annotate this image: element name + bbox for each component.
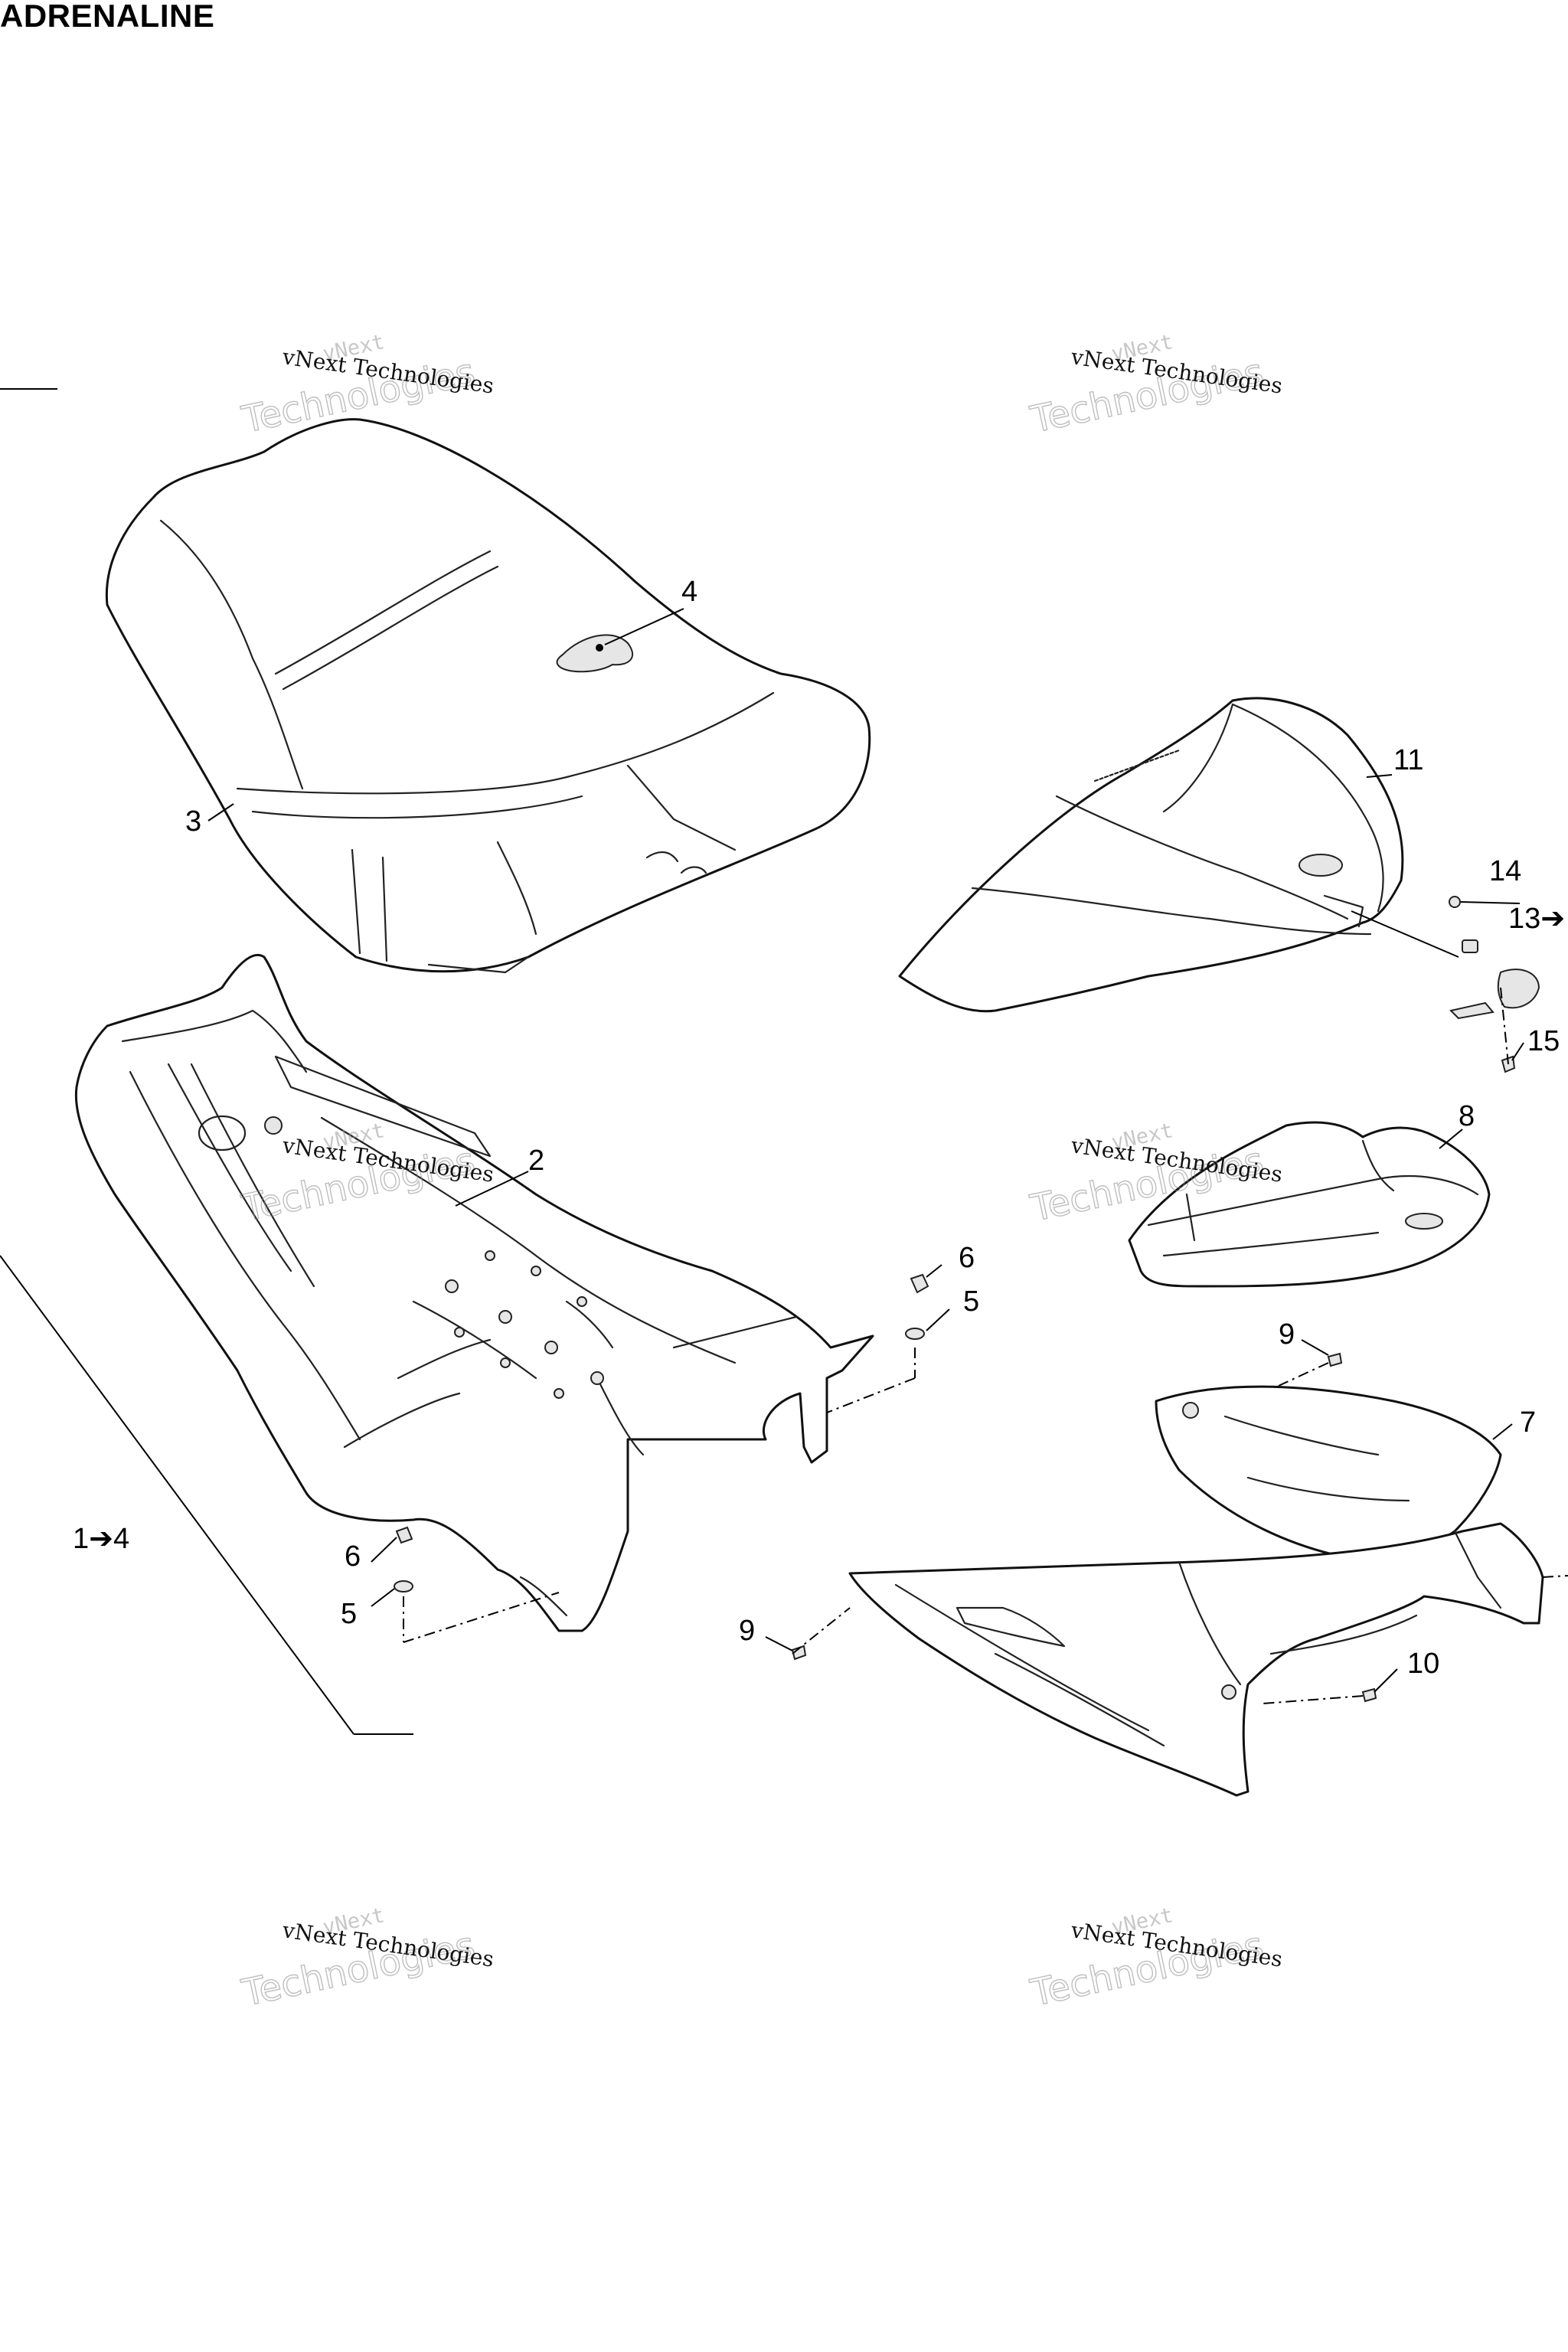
hardware bbox=[394, 896, 1540, 1703]
group-bracket bbox=[0, 388, 413, 1735]
callout-4: 4 bbox=[681, 576, 697, 608]
callout-1-4: 1➔4 bbox=[73, 1523, 129, 1555]
callout-10: 10 bbox=[1407, 1648, 1439, 1680]
callout-2: 2 bbox=[528, 1145, 544, 1177]
seat-base-part bbox=[74, 953, 874, 1632]
assembly-lines bbox=[403, 987, 1568, 1704]
callout-5-right: 5 bbox=[963, 1285, 979, 1318]
cover-panel-part bbox=[898, 697, 1404, 1013]
callout-9-right: 9 bbox=[1279, 1318, 1295, 1351]
page-title: ADRENALINE bbox=[0, 0, 215, 34]
seat-part bbox=[105, 418, 871, 974]
callout-11: 11 bbox=[1393, 744, 1423, 776]
callout-14: 14 bbox=[1489, 855, 1521, 887]
side-panel-part bbox=[848, 1385, 1544, 1797]
callouts: 1➔4 2 3 4 5 6 6 5 7 8 9 9 10 11 13➔ 14 1… bbox=[73, 576, 1565, 1680]
callout-6-left: 6 bbox=[345, 1540, 361, 1573]
callout-15: 15 bbox=[1527, 1025, 1560, 1057]
callout-7: 7 bbox=[1520, 1406, 1536, 1439]
callout-9-left: 9 bbox=[739, 1615, 755, 1647]
leader-lines bbox=[207, 608, 1524, 1693]
callout-8: 8 bbox=[1459, 1100, 1475, 1132]
mounting-holes bbox=[445, 1250, 604, 1399]
callout-13: 13➔ bbox=[1508, 903, 1565, 935]
small-tray-part bbox=[1128, 1121, 1491, 1288]
callout-3: 3 bbox=[185, 805, 201, 838]
callout-5-left: 5 bbox=[341, 1598, 357, 1630]
callout-6-right: 6 bbox=[959, 1242, 975, 1274]
